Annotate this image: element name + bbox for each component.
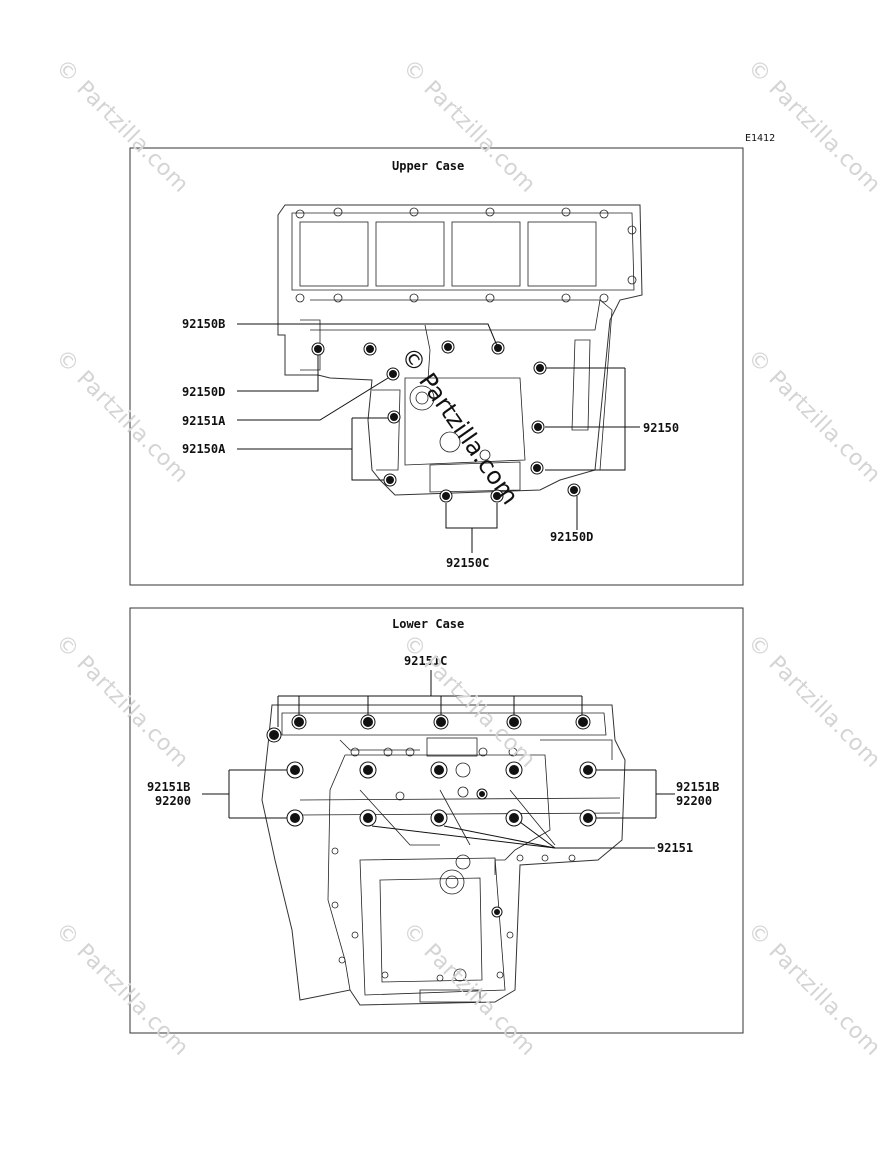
label-92151B-left: 92151B <box>147 780 190 794</box>
upper-bolts <box>311 340 581 503</box>
lower-case-title: Lower Case <box>392 617 464 631</box>
label-92150C: 92150C <box>446 556 489 570</box>
upper-leader-lines <box>237 323 640 553</box>
label-92151B-right: 92151B <box>676 780 719 794</box>
figure-code: E1412 <box>745 133 775 144</box>
label-92200-left: 92200 <box>155 794 191 808</box>
label-92151: 92151 <box>657 841 693 855</box>
lower-case-panel: Lower Case <box>129 607 744 1034</box>
lower-bolts <box>266 714 597 918</box>
label-92151C: 92151C <box>404 654 447 668</box>
upper-crankcase-drawing <box>277 204 643 496</box>
lower-crankcase-drawing <box>261 704 626 1006</box>
label-92150: 92150 <box>643 421 679 435</box>
upper-case-title: Upper Case <box>392 159 464 173</box>
label-92150D-left: 92150D <box>182 385 225 399</box>
label-92151A: 92151A <box>182 414 226 428</box>
label-92150D-bottom: 92150D <box>550 530 593 544</box>
lower-leader-lines <box>202 670 675 849</box>
label-92150A: 92150A <box>182 442 226 456</box>
label-92150B: 92150B <box>182 317 225 331</box>
label-92200-right: 92200 <box>676 794 712 808</box>
upper-case-panel: Upper Case <box>129 147 744 586</box>
